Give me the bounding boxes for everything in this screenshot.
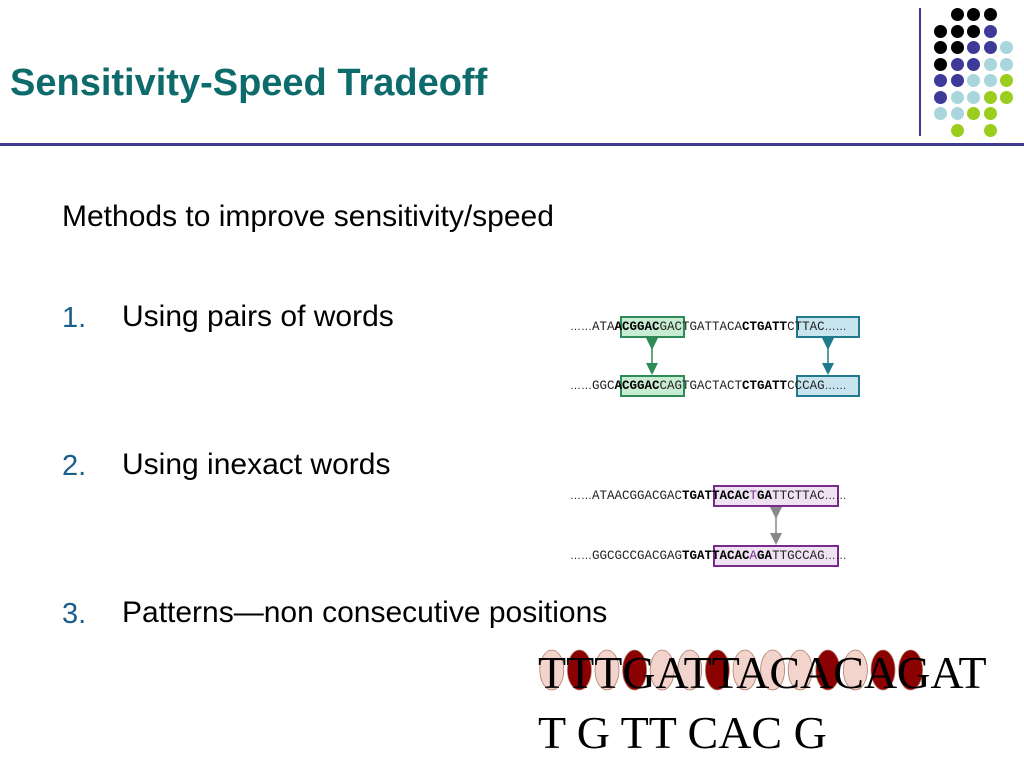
decor-dot	[1000, 57, 1013, 71]
pair-sequence-bottom: ……GGCACGGACCAGTGACTACTCTGATTCCCAG……	[570, 379, 847, 393]
decor-dot	[983, 123, 997, 137]
word-box-1-top	[620, 316, 685, 338]
decor-dot	[967, 74, 980, 87]
decor-dot	[1000, 74, 1013, 87]
decor-dot	[950, 24, 964, 38]
decor-dot	[967, 57, 980, 71]
pattern-mask: T G TT CAC G	[538, 707, 827, 758]
decor-dot	[950, 41, 964, 54]
decor-dot	[950, 57, 964, 71]
decor-dot	[983, 8, 997, 21]
word-box-2-top	[796, 316, 860, 338]
word-box-2-bottom	[796, 375, 860, 397]
word-box-1-bottom	[620, 375, 685, 397]
decor-dot	[1000, 90, 1013, 104]
decor-dot	[950, 90, 964, 104]
slide-title: Sensitivity-Speed Tradeoff	[10, 62, 488, 104]
decor-dot	[934, 41, 947, 54]
decor-dot	[950, 74, 964, 87]
decor-dot	[950, 123, 964, 137]
decor-dot	[934, 107, 947, 120]
decor-dot	[983, 90, 997, 104]
inexact-box-top	[713, 485, 839, 507]
decor-dot	[934, 74, 947, 87]
decor-dot	[934, 24, 947, 38]
decor-dot	[950, 107, 964, 120]
pattern-sequence: TTTGATTACACAGAT	[538, 647, 987, 698]
inexact-box-bottom	[713, 545, 839, 567]
decor-vertical-rule	[919, 8, 921, 136]
intro-text: Methods to improve sensitivity/speed	[62, 200, 554, 233]
decor-dot	[967, 90, 980, 104]
inexact-sequence-top: ……ATAACGGACGACTGATTACACTGATTCTTAC……	[570, 489, 847, 503]
decor-dot	[1000, 41, 1013, 54]
inexact-sequence-bottom: ……GGCGCCGACGAGTGATTACACAGATTGCCAG……	[570, 549, 847, 563]
pair-sequence-top: ……ATAACGGACGACTGATTACACTGATTCTTAC……	[570, 320, 847, 334]
decor-dot	[983, 74, 997, 87]
item-number-1: 1.	[62, 302, 87, 334]
decor-dot	[967, 24, 980, 38]
decor-dot	[983, 107, 997, 120]
decor-dot	[967, 8, 980, 21]
decor-dot	[967, 41, 980, 54]
item-text-1: Using pairs of words	[122, 300, 394, 333]
item-text-2: Using inexact words	[122, 448, 391, 481]
decor-dot	[983, 57, 997, 71]
decor-dot	[950, 8, 964, 21]
decor-dot	[934, 57, 947, 71]
decor-dot	[967, 107, 980, 120]
decor-dot	[983, 41, 997, 54]
item-text-3: Patterns—non consecutive positions	[122, 596, 608, 629]
decor-dot	[983, 24, 997, 38]
decor-dot	[934, 90, 947, 104]
title-divider	[0, 143, 1024, 146]
item-number-2: 2.	[62, 450, 87, 482]
item-number-3: 3.	[62, 598, 87, 630]
